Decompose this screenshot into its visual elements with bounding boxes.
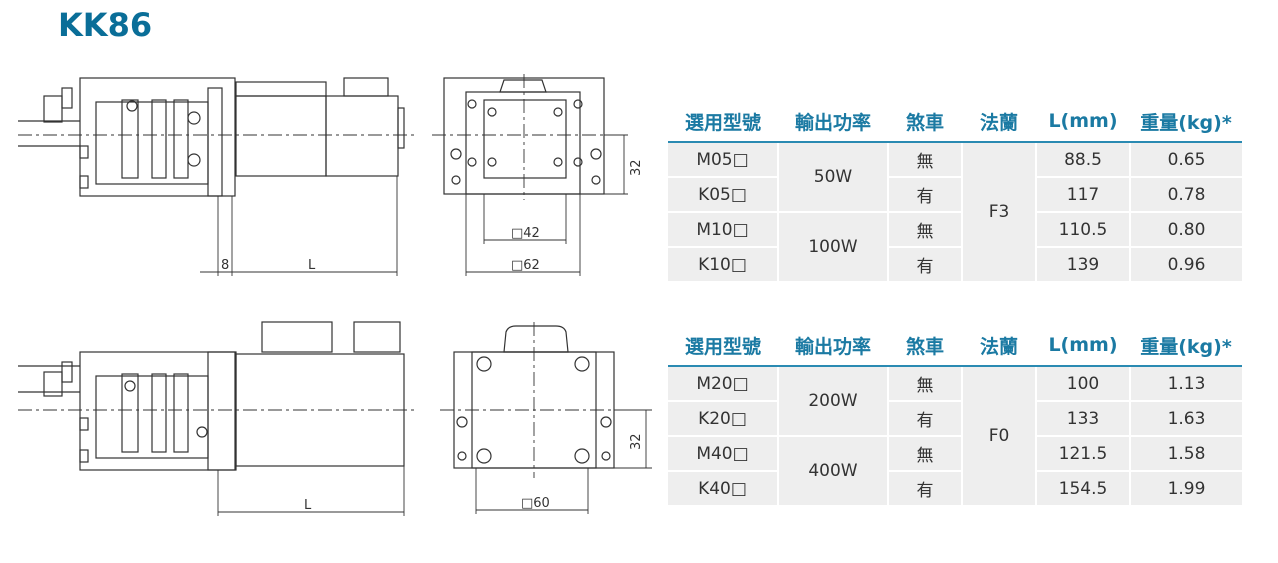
weight-cell: 1.13 bbox=[1129, 365, 1242, 401]
dim-bottom-height: 32 bbox=[629, 433, 644, 450]
brake-cell: 無 bbox=[887, 211, 962, 247]
table-row: M40□ 400W 無 121.5 1.58 bbox=[668, 435, 1242, 505]
brake-cell: 有 bbox=[887, 470, 962, 505]
weight-cell: 0.78 bbox=[1129, 176, 1242, 212]
header-brake: 煞車 bbox=[888, 325, 962, 367]
flange-cell: F0 bbox=[961, 365, 1036, 505]
weight-cell: 1.99 bbox=[1129, 470, 1242, 505]
header-length: L(mm) bbox=[1036, 101, 1130, 143]
page-title: KK86 bbox=[58, 6, 153, 44]
weight-cell: 0.65 bbox=[1129, 141, 1242, 177]
brake-cell: 無 bbox=[887, 365, 962, 401]
spec-table-2: 選用型號 輸出功率 煞車 法蘭 L(mm) 重量(kg)* M20□ 200W … bbox=[668, 325, 1242, 505]
weight-cell: 1.63 bbox=[1129, 400, 1242, 436]
model-cell: M10□ bbox=[668, 211, 778, 247]
length-cell: 88.5 bbox=[1035, 141, 1130, 177]
table-header: 選用型號 輸出功率 煞車 法蘭 L(mm) 重量(kg)* bbox=[668, 325, 1242, 367]
power-cell: 100W bbox=[777, 211, 888, 281]
table-row: K20□ 有 133 1.63 bbox=[668, 400, 1242, 436]
header-weight: 重量(kg)* bbox=[1130, 325, 1242, 367]
header-brake: 煞車 bbox=[888, 101, 962, 143]
header-model: 選用型號 bbox=[668, 101, 778, 143]
model-cell: M40□ bbox=[668, 435, 778, 471]
length-cell: 154.5 bbox=[1035, 470, 1130, 505]
power-cell: 200W bbox=[777, 365, 888, 436]
header-flange: 法蘭 bbox=[962, 325, 1036, 367]
model-cell: M05□ bbox=[668, 141, 778, 177]
spec-table-1: 選用型號 輸出功率 煞車 法蘭 L(mm) 重量(kg)* M05□ 50W 無… bbox=[668, 101, 1242, 281]
length-cell: 121.5 bbox=[1035, 435, 1130, 471]
weight-cell: 1.58 bbox=[1129, 435, 1242, 471]
length-cell: 117 bbox=[1035, 176, 1130, 212]
dim-top-outer: □62 bbox=[511, 258, 540, 273]
model-cell: K40□ bbox=[668, 470, 778, 505]
flange-cell: F3 bbox=[961, 141, 1036, 281]
brake-cell: 有 bbox=[887, 400, 962, 436]
model-cell: K20□ bbox=[668, 400, 778, 436]
table-row: M20□ 200W 無 F0 100 1.13 bbox=[668, 365, 1242, 505]
table-row: M05□ 50W 無 F3 88.5 0.65 bbox=[668, 141, 1242, 281]
bottom-side-view bbox=[18, 321, 405, 471]
dim-bottom-length: L bbox=[304, 498, 312, 513]
model-cell: K10□ bbox=[668, 246, 778, 281]
power-cell: 400W bbox=[777, 435, 888, 505]
dim-top-height: 32 bbox=[629, 159, 644, 176]
dim-bottom-width: □60 bbox=[521, 496, 550, 511]
weight-cell: 0.96 bbox=[1129, 246, 1242, 281]
table-header: 選用型號 輸出功率 煞車 法蘭 L(mm) 重量(kg)* bbox=[668, 101, 1242, 143]
brake-cell: 有 bbox=[887, 246, 962, 281]
power-cell: 50W bbox=[777, 141, 888, 212]
brake-cell: 無 bbox=[887, 141, 962, 177]
weight-cell: 0.80 bbox=[1129, 211, 1242, 247]
length-cell: 110.5 bbox=[1035, 211, 1130, 247]
dim-top-inner: □42 bbox=[511, 226, 540, 241]
brake-cell: 有 bbox=[887, 176, 962, 212]
top-side-view bbox=[18, 77, 405, 197]
header-model: 選用型號 bbox=[668, 325, 778, 367]
header-power: 輸出功率 bbox=[778, 101, 888, 143]
header-weight: 重量(kg)* bbox=[1130, 101, 1242, 143]
header-length: L(mm) bbox=[1036, 325, 1130, 367]
header-flange: 法蘭 bbox=[962, 101, 1036, 143]
dim-top-offset: 8 bbox=[221, 258, 229, 273]
table-row: K10□ 有 139 0.96 bbox=[668, 246, 1242, 281]
header-power: 輸出功率 bbox=[778, 325, 888, 367]
model-cell: M20□ bbox=[668, 365, 778, 401]
length-cell: 133 bbox=[1035, 400, 1130, 436]
length-cell: 139 bbox=[1035, 246, 1130, 281]
dim-top-length: L bbox=[308, 258, 316, 273]
table-row: K05□ 有 117 0.78 bbox=[668, 176, 1242, 212]
brake-cell: 無 bbox=[887, 435, 962, 471]
length-cell: 100 bbox=[1035, 365, 1130, 401]
top-front-view bbox=[443, 77, 605, 195]
table-row: K40□ 有 154.5 1.99 bbox=[668, 470, 1242, 505]
model-cell: K05□ bbox=[668, 176, 778, 212]
table-row: M10□ 100W 無 110.5 0.80 bbox=[668, 211, 1242, 281]
